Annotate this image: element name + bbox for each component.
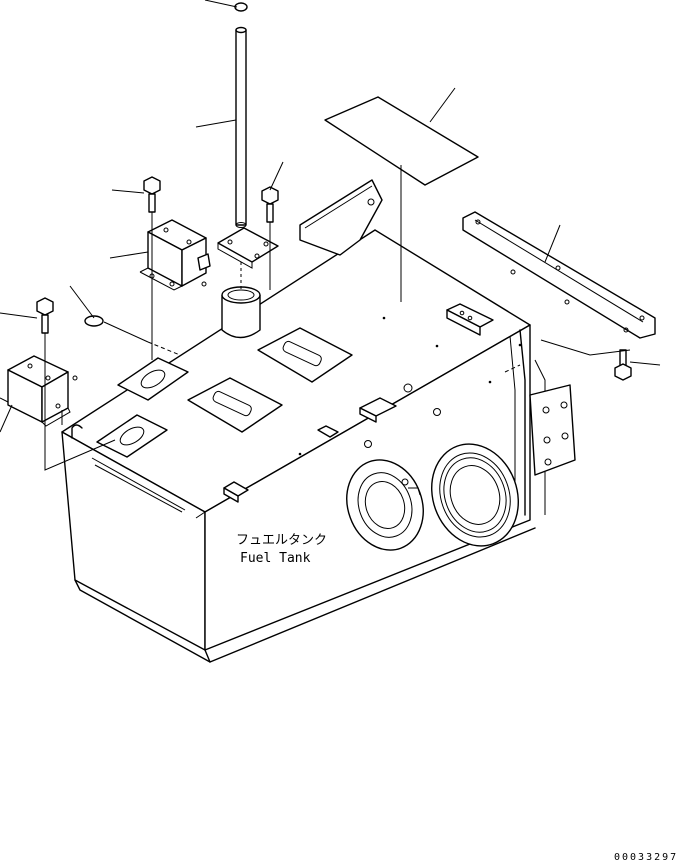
tank-label-japanese: フュエルタンク xyxy=(236,533,327,548)
guard-bracket xyxy=(462,211,656,339)
drawing-code: 00033297 xyxy=(614,852,678,863)
inspection-cover xyxy=(431,443,519,547)
tank-label-english: Fuel Tank xyxy=(240,551,311,566)
bolt-4 xyxy=(614,349,632,381)
gasket xyxy=(84,315,104,327)
bolt-3 xyxy=(36,297,54,350)
top-features xyxy=(71,286,522,503)
bolt-2 xyxy=(261,186,279,235)
sensor-box-2 xyxy=(0,355,78,427)
side-flange-plate xyxy=(529,384,576,476)
suction-port xyxy=(346,459,424,551)
sensor-box-1 xyxy=(139,219,211,291)
leader-lines xyxy=(0,0,661,471)
bolt-1 xyxy=(143,176,161,225)
rear-bracket-fin xyxy=(299,179,383,256)
decal-plate xyxy=(324,96,479,186)
level-gauge-rod xyxy=(217,2,279,290)
